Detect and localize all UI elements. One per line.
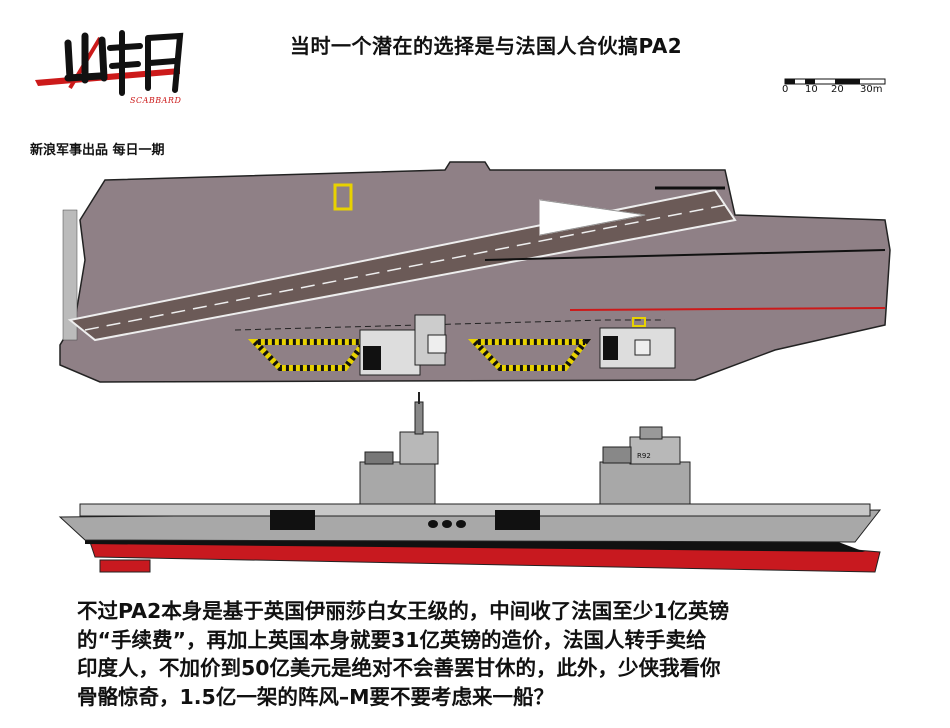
- hull-number: R92: [637, 452, 651, 460]
- commentary: 不过PA2本身是基于英国伊丽莎白女王级的，中间收了法国至少1亿英镑 的“手续费”…: [77, 597, 897, 711]
- flight-deck: [59, 161, 891, 383]
- scale-label-30m: 30m: [860, 84, 883, 95]
- carrier-top-view: [59, 161, 891, 383]
- scale-label-10: 10: [805, 84, 818, 95]
- carrier-side-view: R92: [58, 392, 882, 573]
- commentary-line: 的“手续费”，再加上英国本身就要31亿英镑的造价，法国人转手卖给: [77, 627, 707, 652]
- logo-subtitle: SCABBARD: [130, 96, 182, 105]
- headline: 当时一个潜在的选择是与法国人合伙搞PA2: [290, 34, 683, 58]
- forward-island-plan: [359, 314, 447, 376]
- logo-artwork: [35, 30, 184, 96]
- stern-netting: [62, 209, 78, 341]
- flight-deck-edge: [79, 503, 871, 517]
- aft-island-plan: [599, 327, 676, 369]
- scale-label-0: 0: [782, 84, 789, 95]
- scale-label-20: 20: [831, 84, 844, 95]
- scale-bar: [784, 78, 886, 85]
- scabbard-logo: [30, 18, 200, 118]
- commentary-line: 印度人，不加价到50亿美元是绝对不会善罢甘休的，此外，少侠我看你: [77, 656, 721, 680]
- commentary-line: 骨骼惊奇，1.5亿一架的阵风–M要不要考虑来一船？: [77, 684, 554, 709]
- tagline: 新浪军事出品 每日一期: [30, 143, 165, 158]
- forward-island: [359, 392, 439, 505]
- commentary-line: 不过PA2本身是基于英国伊丽莎白女王级的，中间收了法国至少1亿英镑: [77, 599, 730, 623]
- aft-island: R92: [599, 426, 691, 505]
